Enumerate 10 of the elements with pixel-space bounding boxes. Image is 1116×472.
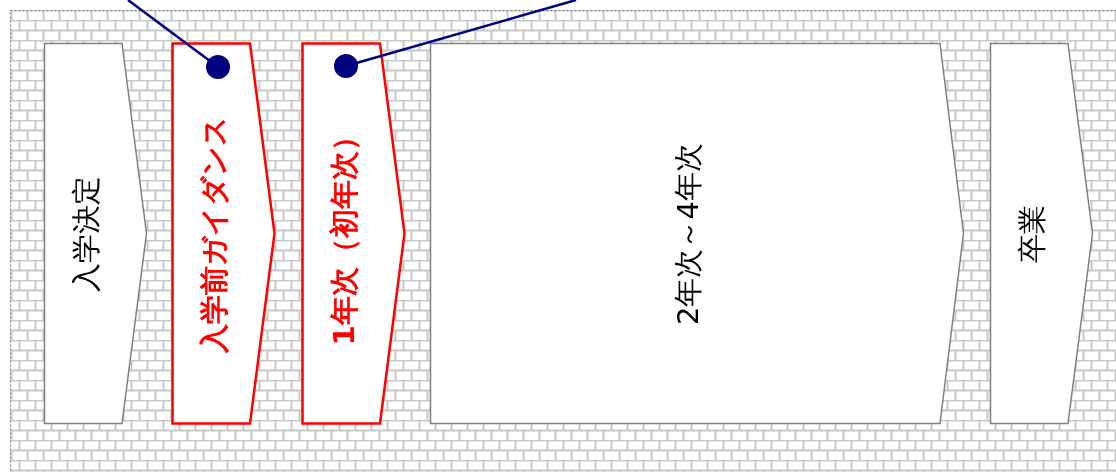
leader-line: [127, 0, 230, 79]
stage-box: [989, 42, 1094, 425]
stage-box: [43, 42, 148, 425]
stage-label: 卒業: [1013, 204, 1050, 263]
stage-label: 2年次～4年次: [669, 142, 706, 325]
stage-label: 入学決定: [67, 175, 104, 292]
stage-label: 1年次（初年次）: [325, 121, 362, 346]
stage-box: [429, 42, 965, 425]
stage-label: 入学前ガイダンス: [195, 115, 232, 352]
leader-line: [334, 0, 577, 78]
